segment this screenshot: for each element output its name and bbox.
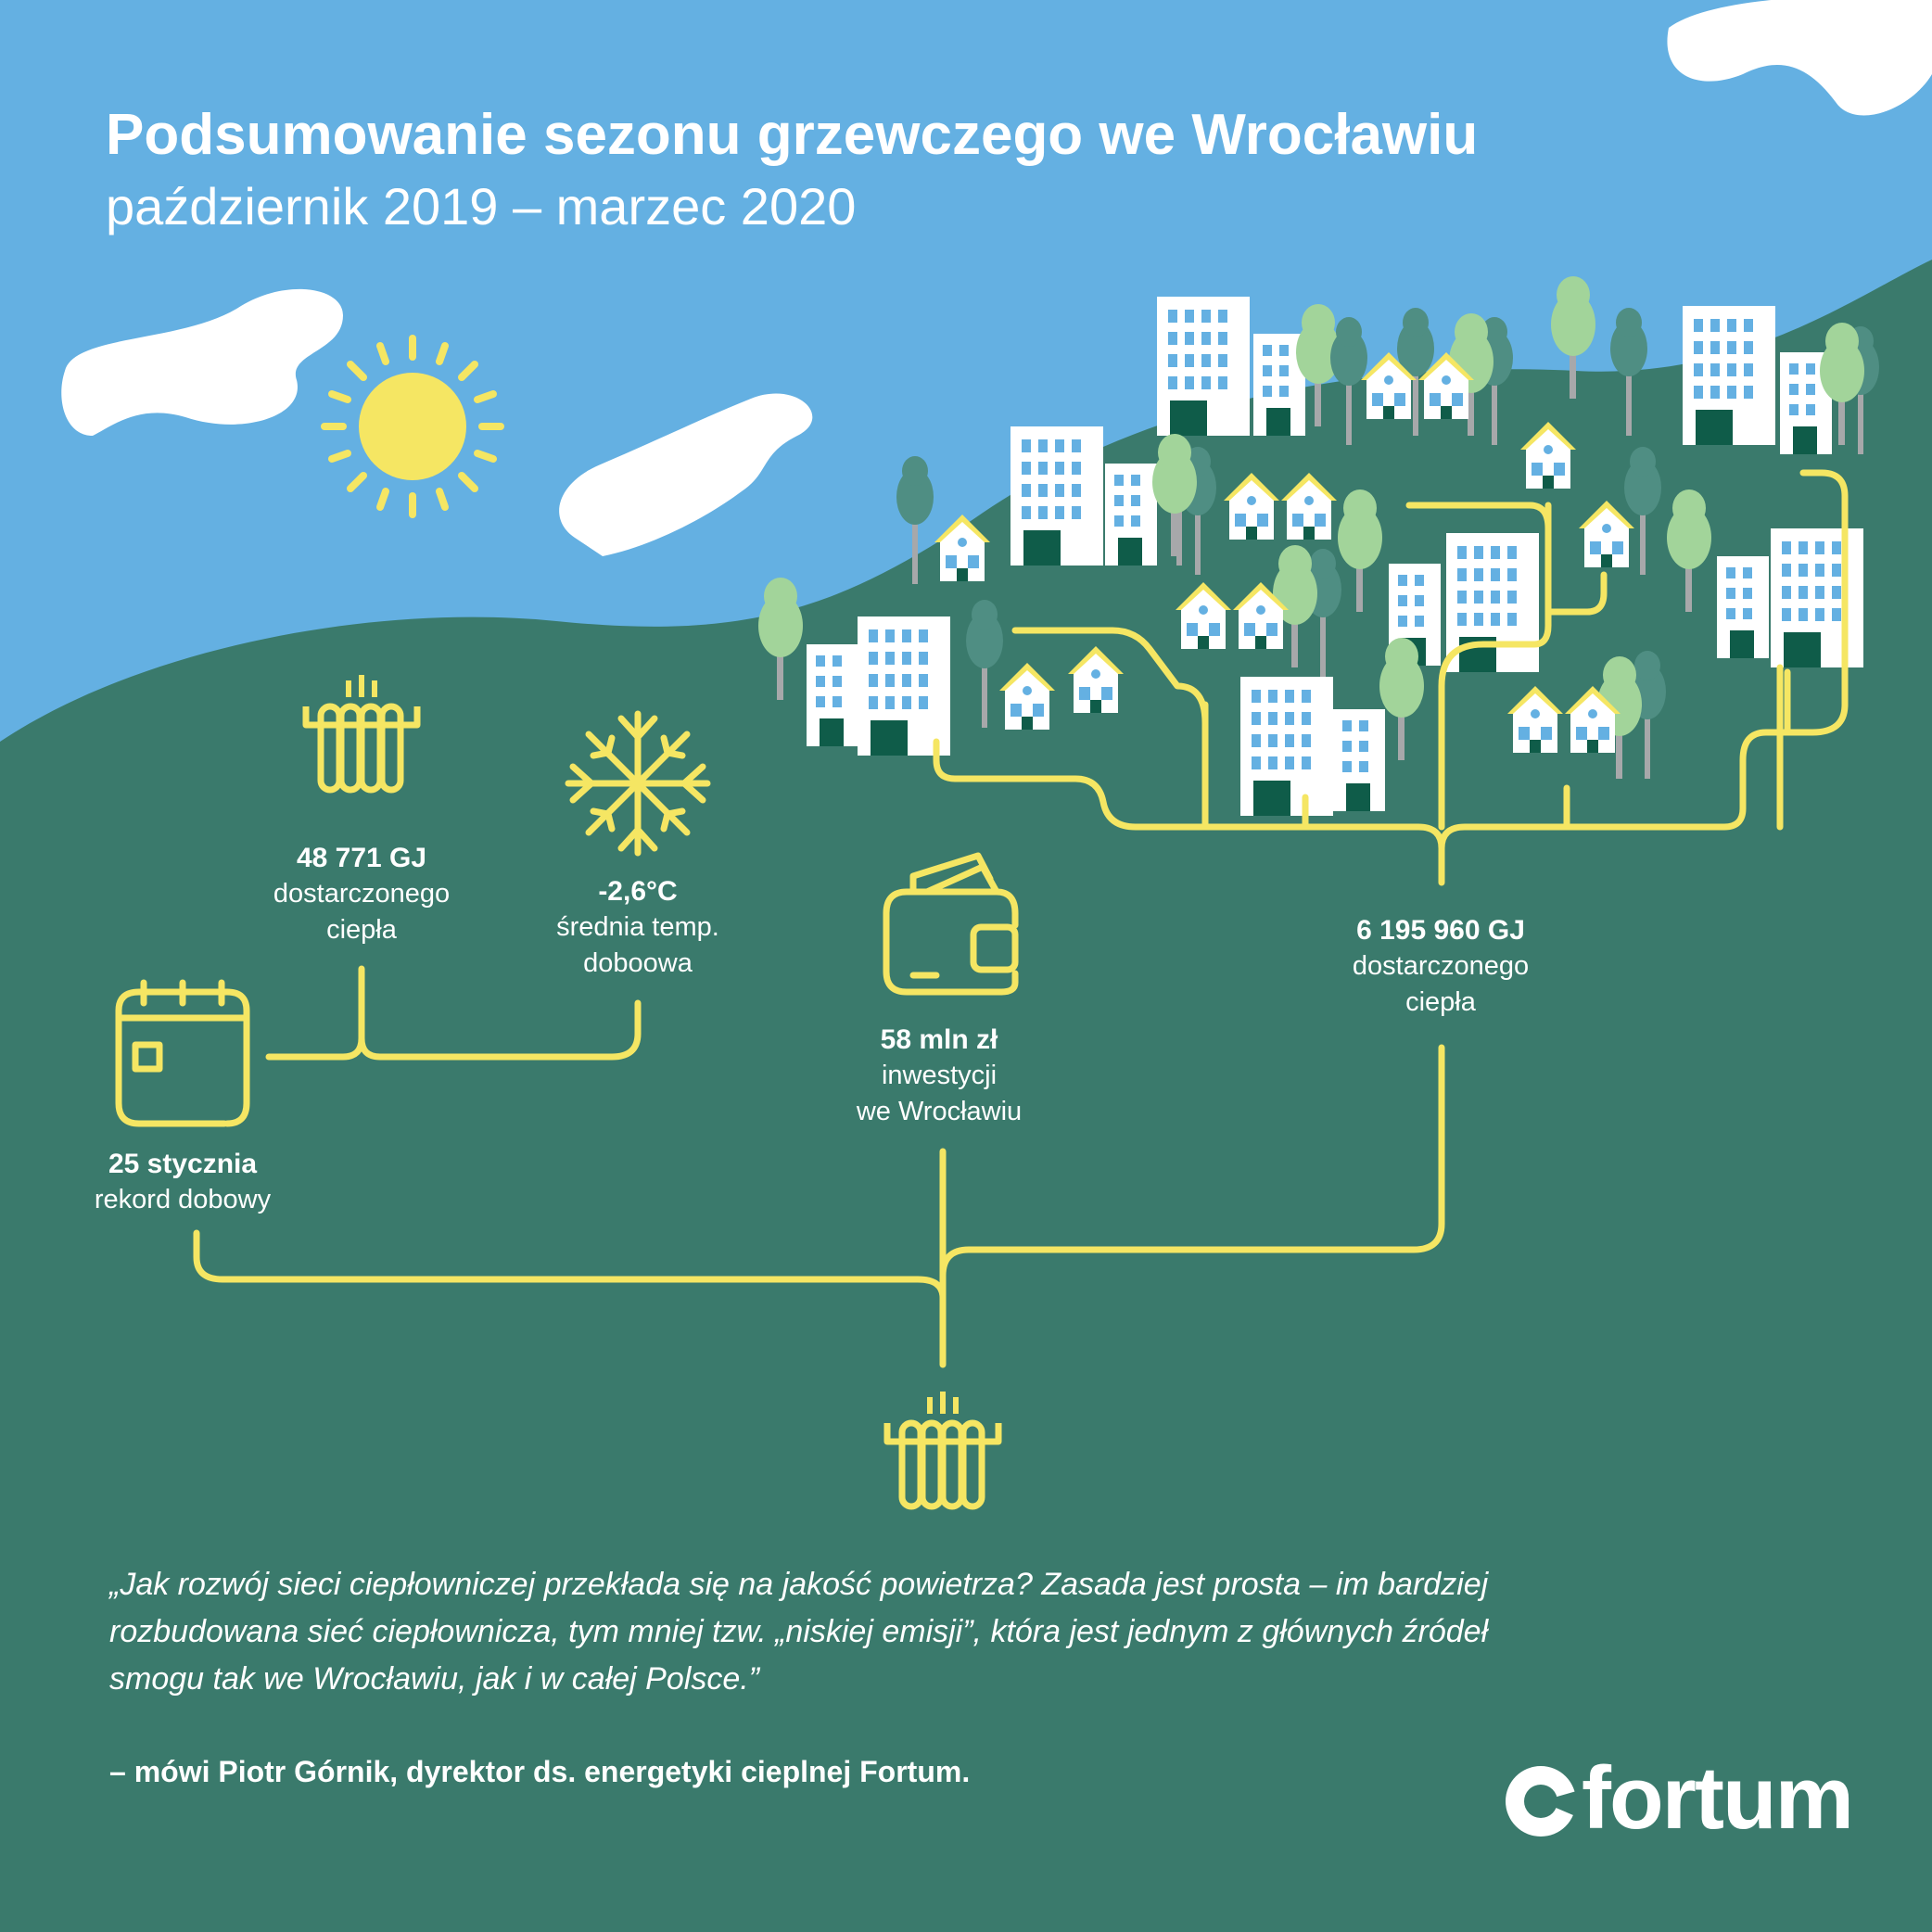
stat-label: dostarczonego — [273, 879, 451, 909]
heat-network-pipes — [193, 469, 1849, 1368]
building-icon — [1157, 297, 1250, 436]
stat-investment: 58 mln zł inwestycji we Wrocławiu — [791, 1022, 1087, 1130]
building-icon — [1333, 709, 1385, 811]
building-icon — [1683, 306, 1775, 445]
cloud-icon — [559, 393, 813, 556]
fortum-logo-icon — [1506, 1766, 1580, 1837]
stat-avg-temp: -2,6°C średnia temp. doboowa — [489, 873, 786, 982]
sun-icon — [321, 335, 504, 518]
stat-label: rekord dobowy — [94, 1185, 272, 1214]
stat-label: inwestycji — [881, 1061, 998, 1090]
building-icon — [858, 616, 950, 756]
stat-record-day: 25 stycznia rekord dobowy — [34, 1146, 331, 1218]
stat-label: doboowa — [583, 948, 693, 978]
building-icon — [1240, 677, 1333, 816]
page-title: Podsumowanie sezonu grzewczego we Wrocła… — [106, 103, 1479, 167]
stat-value: 25 stycznia — [108, 1149, 258, 1179]
cloud-icon — [1667, 0, 1932, 116]
stat-value: 48 771 GJ — [296, 843, 427, 873]
building-icon — [1010, 426, 1103, 566]
building-icon — [1717, 556, 1769, 658]
quote-author: – mówi Piotr Górnik, dyrektor ds. energe… — [109, 1755, 971, 1788]
stat-value: 58 mln zł — [880, 1024, 998, 1055]
calendar-icon — [115, 979, 250, 1127]
building-icon — [1105, 464, 1157, 566]
stat-label: dostarczonego — [1352, 951, 1530, 981]
building-icon — [1771, 528, 1863, 667]
stat-label: ciepła — [326, 915, 397, 945]
fortum-logo-text: fortum — [1582, 1748, 1854, 1848]
stat-value: 6 195 960 GJ — [1356, 915, 1525, 946]
quote-text: „Jak rozwój sieci ciepłowniczej przekład… — [109, 1567, 1489, 1697]
stat-value: -2,6°C — [598, 876, 678, 907]
fortum-logo: fortum — [1502, 1748, 1873, 1859]
stat-label: średnia temp. — [556, 912, 719, 942]
stat-heat-delivered-season: 6 195 960 GJ dostarczonego ciepła — [1292, 912, 1589, 1021]
page-subtitle: październik 2019 – marzec 2020 — [106, 177, 857, 235]
building-icon — [807, 644, 858, 746]
hill — [0, 260, 1932, 1932]
wallet-icon — [883, 852, 1019, 996]
snowflake-icon — [565, 710, 711, 857]
stat-heat-delivered-day: 48 771 GJ dostarczonego ciepła — [213, 840, 510, 948]
stat-label: we Wrocławiu — [856, 1097, 1023, 1126]
cloud-icon — [61, 288, 343, 436]
stat-label: ciepła — [1405, 987, 1476, 1017]
